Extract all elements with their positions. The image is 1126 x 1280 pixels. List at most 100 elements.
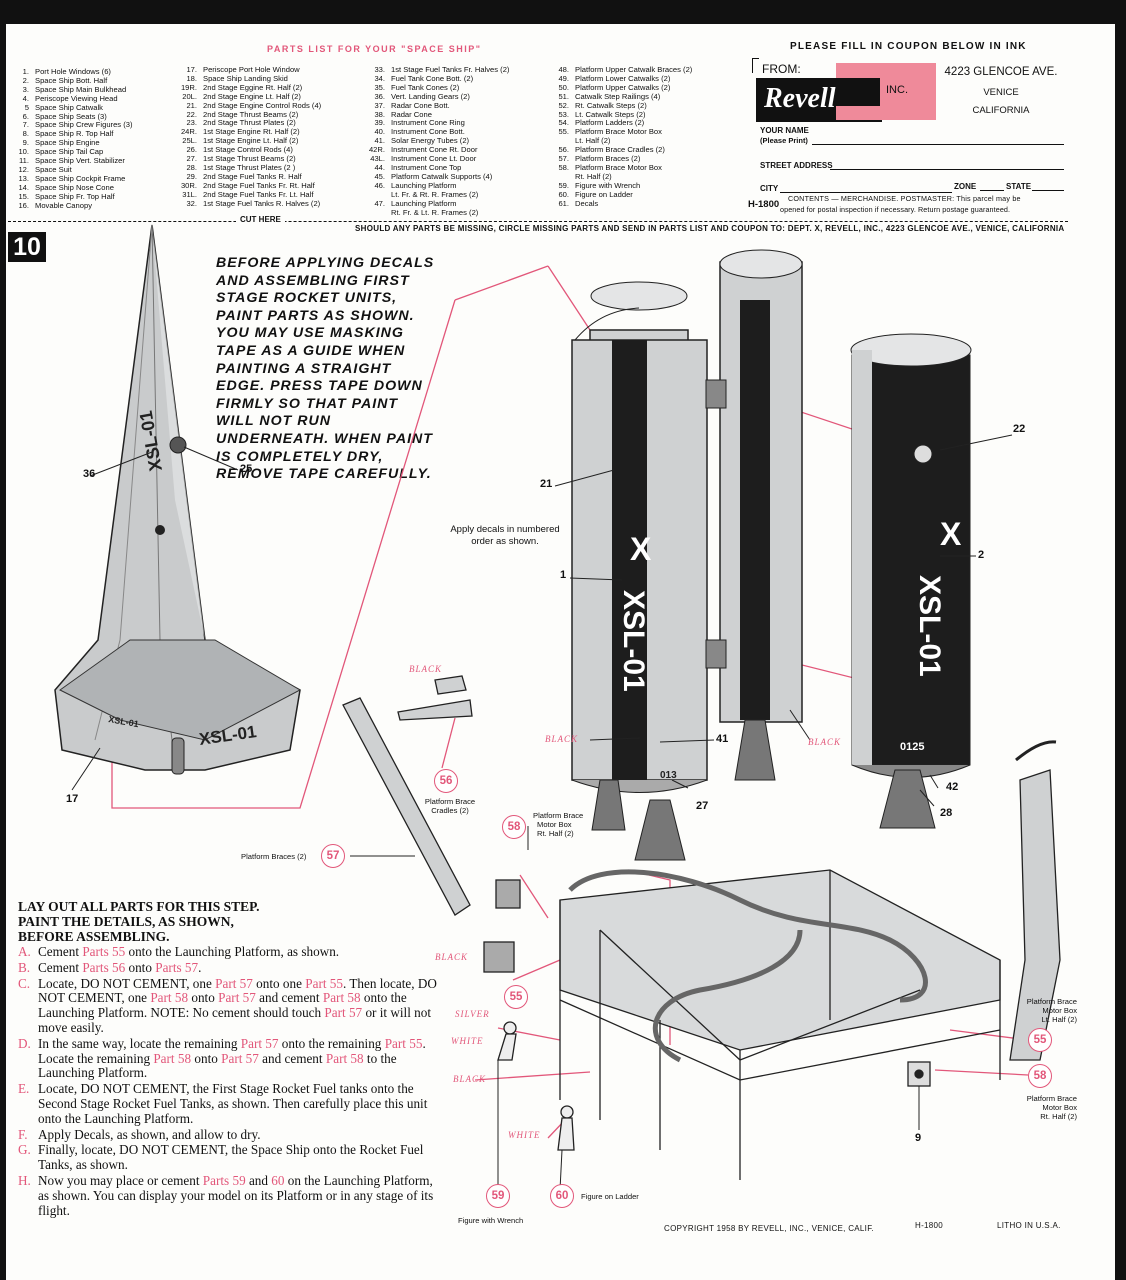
state-field[interactable] (1032, 180, 1064, 191)
step-c-text-6: onto the Launching Platform. NOTE: No ce… (38, 990, 407, 1021)
part-number: 38. (374, 109, 385, 119)
coupon-title: PLEASE FILL IN COUPON BELOW IN INK (790, 41, 1027, 52)
state-label: STATE (1006, 182, 1032, 191)
parts-list-item: 26.1st Stage Control Rods (4) (178, 145, 378, 155)
decal-note-line-2: order as shown. (471, 536, 539, 547)
part-number: 36. (374, 91, 385, 101)
coupon-corner (752, 58, 759, 73)
step-d-ref-2: Part 55 (384, 1035, 423, 1051)
step-d-text-6: to the Launching Platform. (38, 1050, 397, 1081)
part-name: Radar Cone (391, 109, 432, 119)
decal-note: Apply decals in numbered order as shown. (440, 524, 570, 548)
part-name: Catwalk Step Railings (4) (575, 91, 661, 101)
parts-list-title: PARTS LIST FOR YOUR "SPACE SHIP" (267, 44, 482, 54)
part-number: 58. (558, 162, 569, 172)
part-number: 11. (19, 156, 29, 166)
step-number: 10 (8, 232, 46, 262)
city-label: CITY (760, 184, 779, 193)
parts-list-item: 48.Platform Upper Catwalk Braces (2) (550, 65, 750, 75)
part-number: 42R. (368, 145, 385, 155)
part-name: Periscope Port Hole Window (203, 65, 300, 74)
part-name: Platform Brace Motor Box (575, 162, 662, 172)
step-b-text-1: Cement (38, 959, 83, 975)
paint-instruction: BEFORE APPLYING DECALS AND ASSEMBLING FI… (216, 255, 435, 483)
step-a-text-2: onto the Launching Platform, as shown. (125, 944, 340, 959)
parts-list-item: Rt. Half (2) (550, 172, 750, 182)
part-58-label-line-2: Motor Box (537, 820, 572, 829)
part-name: Space Ship Catwalk (35, 102, 103, 112)
callout-1: 1 (560, 569, 567, 581)
parts-list-item: 15.Space Ship Fr. Top Half (10, 191, 180, 202)
part-58-label-line-1: Platform Brace (533, 811, 584, 820)
logo-inc: INC. (886, 84, 908, 96)
step-h-ref-1: Parts 59 (202, 1172, 246, 1188)
step-g-text: Finally, locate, DO NOT CEMENT, the Spac… (38, 1142, 424, 1173)
parts-list-item: Lt. Half (2) (550, 136, 750, 146)
step-b-ref-2: Parts 57 (155, 959, 199, 975)
part-number: 55. (558, 127, 569, 137)
part-number: 30R. (180, 180, 197, 190)
step-a: A.Cement Parts 55 onto the Launching Pla… (18, 944, 446, 960)
street-field[interactable] (830, 159, 1064, 170)
step-d-text-5: and cement (258, 1050, 326, 1066)
revell-address-line-1: 4223 GLENCOE AVE. (944, 66, 1058, 78)
part-number: 54. (558, 118, 569, 128)
parts-list-item: 33.1st Stage Fuel Tanks Fr. Halves (2) (366, 65, 566, 75)
parts-list-item: 23.2nd Stage Thrust Plates (2) (178, 118, 378, 128)
postmaster-note-1: CONTENTS — MERCHANDISE. POSTMASTER: This… (788, 194, 1021, 203)
parts-list-item: 3.Space Ship Main Bulkhead (10, 85, 180, 95)
part-number: 51. (558, 91, 569, 101)
part-name: Rt. Fr. & Lt. R. Frames (2) (391, 207, 479, 217)
part-55-circle-right: 55 (1028, 1028, 1052, 1052)
logo-pink-bar-top (836, 63, 936, 78)
space-ship-drawing: XSL-01 XSL-01 XSL-01 (54, 224, 302, 791)
part-58-right-label-line-3: Rt. Half (2) (1040, 1112, 1077, 1121)
part-name: Fuel Tank Cones (2) (391, 82, 460, 92)
step-g-letter: G. (18, 1142, 31, 1158)
parts-list-item: 36.Vert. Landing Gears (2) (366, 91, 566, 102)
step-d-ref-5: Part 58 (325, 1050, 364, 1066)
city-field[interactable] (780, 182, 952, 193)
callout-9: 9 (915, 1132, 922, 1144)
callout-36: 36 (83, 468, 96, 480)
step-b-ref-1: Parts 56 (82, 959, 126, 975)
parts-list-item: 39.Instrument Cone Ring (366, 118, 566, 128)
part-57-label: Platform Braces (2) (241, 852, 307, 861)
part-name: 1st Stage Fuel Tanks R. Halves (2) (203, 198, 321, 208)
parts-list-item: 29.2nd Stage Fuel Tanks R. Half (178, 172, 378, 182)
parts-list-item: 52.Rt. Catwalk Steps (2) (550, 101, 750, 111)
part-name: 1st Stage Engine Rt. Half (2) (203, 127, 300, 137)
part-name: Platform Ladders (2) (575, 118, 645, 128)
part-name: 2nd Stage Thrust Beams (2) (203, 109, 299, 119)
part-number: 15. (18, 191, 29, 201)
part-name: 2nd Stage Engine Control Rods (4) (203, 100, 322, 110)
part-number: 18. (186, 73, 197, 83)
part-name: Space Ship Landing Skid (203, 73, 288, 83)
callout-41: 41 (716, 733, 729, 745)
paint-label-white-ladder-figure: WHITE (508, 1130, 541, 1140)
part-name: 2nd Stage Eggine Rt. Half (2) (203, 82, 303, 92)
parts-list-item: 8.Space Ship R. Top Half (10, 129, 180, 139)
tank-code-right: 0125 (900, 741, 924, 753)
parts-list-column-4: 48.Platform Upper Catwalk Braces (2)49.P… (550, 65, 750, 209)
name-field[interactable] (812, 134, 1064, 145)
step-b-letter: B. (18, 959, 31, 975)
part-number: 13. (18, 173, 29, 183)
parts-list-item: 37.Radar Cone Bott. (366, 101, 566, 111)
parts-list-item: 46.Launching Platform (366, 181, 566, 191)
parts-list-item: 56.Platform Brace Cradles (2) (550, 145, 750, 155)
part-number: 53. (558, 109, 569, 119)
top-border (0, 0, 1126, 24)
part-58-right-label-line-2: Motor Box (1042, 1103, 1077, 1112)
tank-marking-x-left: X (630, 531, 652, 567)
part-name: Launching Platform (391, 198, 457, 208)
part-number: 19R. (180, 82, 197, 92)
part-59-circle: 59 (486, 1184, 510, 1208)
part-name: Platform Upper Catwalks (2) (575, 82, 671, 92)
zone-field[interactable] (980, 180, 1004, 191)
callout-28: 28 (940, 807, 953, 819)
part-58-circle-right: 58 (1028, 1064, 1052, 1088)
part-number: 16. (18, 200, 29, 210)
